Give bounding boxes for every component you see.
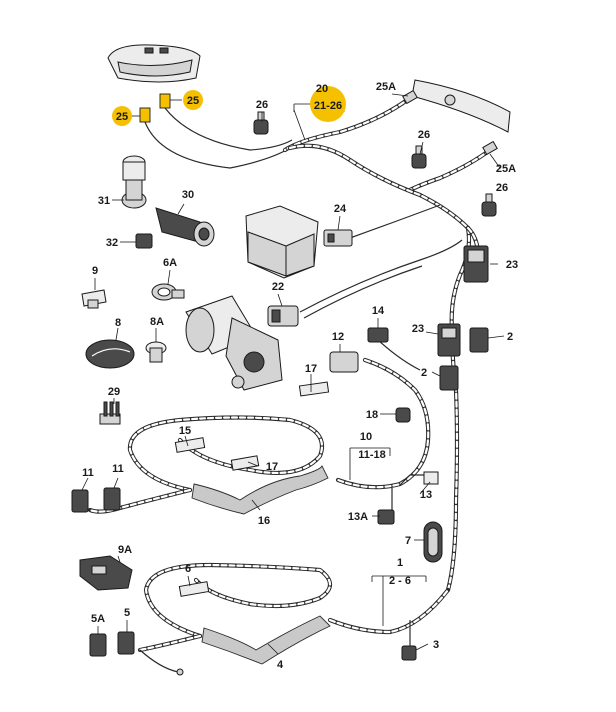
callout-13: 13 xyxy=(420,489,432,501)
callout-6: 6 xyxy=(185,563,191,575)
callout-23-right: 23 xyxy=(506,259,518,271)
callout-7: 7 xyxy=(405,535,411,547)
bulb-holder-left xyxy=(139,107,151,123)
callout-5: 5 xyxy=(124,607,130,619)
callout-11-18: 11-18 xyxy=(358,449,386,461)
clip-26-b xyxy=(411,145,427,169)
callout-15: 15 xyxy=(179,425,191,437)
clip-26-a xyxy=(253,111,269,135)
highlight-bubble-25-right xyxy=(183,90,203,110)
callout-23-left: 23 xyxy=(412,323,424,335)
callout-26-c: 26 xyxy=(496,182,508,194)
callout-32: 32 xyxy=(106,237,118,249)
callout-2-a: 2 xyxy=(507,331,513,343)
callout-25a-top: 25A xyxy=(376,81,396,93)
connector-5 xyxy=(117,631,135,655)
connector-11-b xyxy=(103,487,121,511)
connector-14 xyxy=(367,327,389,343)
trim-strip xyxy=(411,79,511,133)
callout-13a: 13A xyxy=(348,511,368,523)
callout-2-6: 2 - 6 xyxy=(389,575,411,587)
callout-25a-right: 25A xyxy=(496,163,516,175)
callout-25-right: 25 xyxy=(187,95,199,107)
callout-24: 24 xyxy=(334,203,347,215)
control-unit xyxy=(245,205,319,279)
callout-16: 16 xyxy=(258,515,270,527)
connector-5a xyxy=(89,633,107,657)
motor-unit xyxy=(185,295,283,391)
callout-25-left: 25 xyxy=(116,111,128,123)
callout-17-mid: 17 xyxy=(266,461,278,473)
connector-23-left xyxy=(437,323,461,357)
connector-23-right xyxy=(463,245,489,283)
callout-2-b: 2 xyxy=(421,367,427,379)
callout-20: 20 xyxy=(316,83,328,95)
callout-26-a: 26 xyxy=(256,99,268,111)
callout-labels: 20 21-26 25A 26 26 26 25A 25 25 31 30 24… xyxy=(82,81,518,671)
callout-5a: 5A xyxy=(91,613,105,625)
callout-3: 3 xyxy=(433,639,439,651)
callout-9a: 9A xyxy=(118,544,132,556)
interior-lamp xyxy=(107,44,201,83)
connector-2-lower xyxy=(439,365,459,391)
callout-22: 22 xyxy=(272,281,284,293)
connector-11-a xyxy=(71,489,89,513)
bulb-holder-right xyxy=(159,93,171,109)
harness-4 xyxy=(137,562,451,653)
ring-6a xyxy=(151,283,185,301)
callout-31: 31 xyxy=(98,195,110,207)
callout-29: 29 xyxy=(108,386,120,398)
connector-3 xyxy=(401,645,417,661)
callout-14: 14 xyxy=(372,305,385,317)
clip-13 xyxy=(423,471,439,485)
part-9 xyxy=(81,289,107,309)
highlight-bubble-21-26 xyxy=(310,86,346,122)
callout-12: 12 xyxy=(332,331,344,343)
connector-13a xyxy=(377,509,395,525)
roof-harness xyxy=(282,95,493,333)
part-32 xyxy=(135,233,153,249)
callout-30: 30 xyxy=(182,189,194,201)
plug-8a xyxy=(145,341,167,363)
grommet-7 xyxy=(423,521,443,563)
clip-26-c xyxy=(481,193,497,217)
callout-8: 8 xyxy=(115,317,121,329)
callout-8a: 8A xyxy=(150,316,164,328)
part-29 xyxy=(99,401,121,425)
cover-8 xyxy=(85,339,135,369)
callout-10: 10 xyxy=(360,431,372,443)
socket-31 xyxy=(121,155,147,209)
callout-17-top: 17 xyxy=(305,363,317,375)
callout-1: 1 xyxy=(397,557,403,569)
callout-9: 9 xyxy=(92,265,98,277)
callout-18: 18 xyxy=(366,409,378,421)
connector-22 xyxy=(267,305,299,327)
lighter-30 xyxy=(155,207,215,247)
callout-6a: 6A xyxy=(163,257,177,269)
connector-9a xyxy=(79,555,133,591)
highlight-bubble-25-left xyxy=(112,106,132,126)
callout-21-26: 21-26 xyxy=(314,100,342,112)
clip-18 xyxy=(395,407,411,423)
callout-11-b: 11 xyxy=(112,463,124,475)
connector-24 xyxy=(323,229,353,247)
callout-4: 4 xyxy=(277,659,284,671)
connector-2-upper xyxy=(469,327,489,353)
callout-26-b: 26 xyxy=(418,129,430,141)
connector-12 xyxy=(329,351,359,373)
callout-11-a: 11 xyxy=(82,467,94,479)
